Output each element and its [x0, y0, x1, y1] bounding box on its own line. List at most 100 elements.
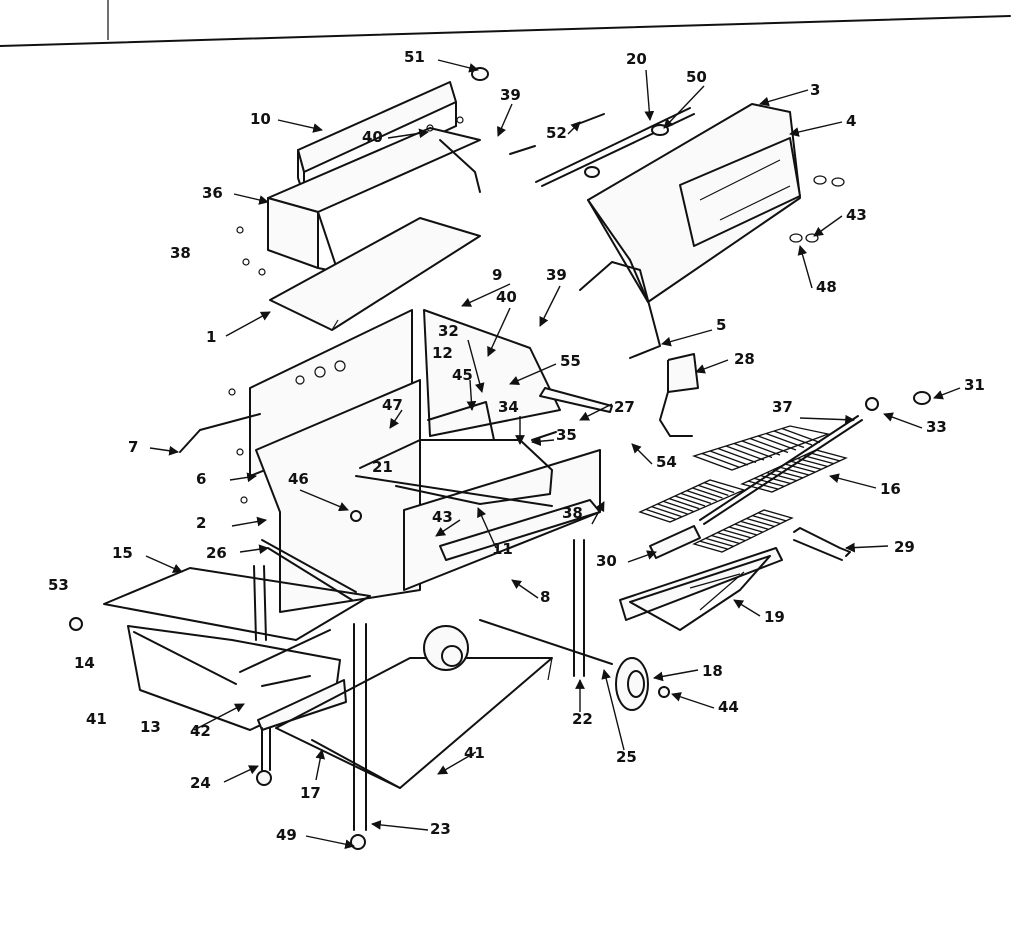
part-13-bracket	[257, 679, 347, 731]
callout-29: 29	[894, 538, 915, 556]
leader-line	[497, 103, 513, 137]
part-1-panel	[269, 217, 481, 331]
grate-bar	[754, 477, 785, 487]
callout-42: 42	[190, 722, 211, 740]
callout-18: 18	[702, 662, 723, 680]
callout-7: 7	[128, 438, 138, 456]
callout-55: 55	[560, 352, 581, 370]
part-33-fork	[865, 397, 879, 411]
grate-bar	[757, 512, 787, 522]
callout-14: 14	[74, 654, 95, 672]
leader-line	[539, 285, 561, 327]
callout-1: 1	[206, 328, 216, 346]
callout-38-left: 38	[170, 244, 191, 262]
left-hood-assembly	[236, 81, 481, 331]
grate-bar	[709, 450, 749, 466]
callout-22: 22	[572, 710, 593, 728]
grate-bar	[740, 520, 769, 530]
callout-49: 49	[276, 826, 297, 844]
leader-line	[797, 245, 813, 289]
grate-bar	[711, 534, 740, 545]
top-border-line	[0, 0, 1011, 47]
callout-43-right: 43	[846, 206, 867, 224]
callout-45: 45	[452, 366, 473, 384]
grate-bar	[705, 537, 734, 547]
callout-54: 54	[656, 453, 677, 471]
callout-44: 44	[718, 698, 739, 716]
grate-bar	[717, 532, 746, 542]
callout-41-left: 41	[86, 710, 107, 728]
leader-line	[509, 363, 557, 385]
part-5-bracket	[579, 261, 661, 359]
callout-13: 13	[140, 718, 161, 736]
part-49-nut	[256, 770, 272, 786]
grate-bar	[651, 506, 682, 518]
leader-line	[829, 473, 877, 489]
leader-line	[601, 669, 625, 751]
grate-bar	[749, 437, 789, 454]
leader-line	[661, 329, 713, 347]
grate-bar	[803, 455, 834, 465]
part-12-bracket	[427, 401, 495, 441]
callout-37: 37	[772, 398, 793, 416]
leader-line	[193, 703, 245, 731]
grate-bar	[781, 427, 821, 444]
grate-bar	[733, 442, 773, 459]
leader-line	[644, 69, 655, 121]
grate-bar	[772, 469, 804, 479]
leader-line	[799, 414, 855, 425]
part-27-rod	[539, 387, 613, 413]
callout-21: 21	[372, 458, 393, 476]
callout-41-mid: 41	[464, 744, 485, 762]
callout-9: 9	[492, 266, 502, 284]
part-18-wheel	[615, 657, 670, 711]
part-29-tool	[793, 527, 851, 557]
leader-line	[531, 436, 555, 447]
leader-line	[315, 749, 326, 781]
leader-line	[299, 489, 349, 512]
leader-line	[437, 59, 479, 73]
leader-line	[277, 119, 323, 133]
callout-51: 51	[404, 48, 425, 66]
leader-line	[145, 555, 183, 573]
callout-46: 46	[288, 470, 309, 488]
grate-bar	[698, 484, 729, 496]
callout-8: 8	[540, 588, 550, 606]
part-17-bottom-shelf	[275, 657, 553, 789]
callout-48: 48	[816, 278, 837, 296]
leader-line	[653, 669, 699, 682]
part-26-bar	[261, 539, 357, 593]
callout-4: 4	[846, 112, 856, 130]
grate-bar	[752, 515, 781, 525]
part-15-shelf	[103, 567, 371, 641]
part-9-side-frame	[423, 309, 561, 437]
callout-40-mid: 40	[496, 288, 517, 306]
leader-line	[229, 472, 257, 483]
leader-line	[627, 550, 657, 563]
callout-3: 3	[810, 81, 820, 99]
leader-line	[759, 89, 809, 107]
grate-bar	[722, 529, 752, 539]
callout-19: 19	[764, 608, 785, 626]
callout-34: 34	[498, 398, 519, 416]
callout-5: 5	[716, 316, 726, 334]
leader-line	[591, 501, 605, 525]
grate-bar	[784, 463, 816, 473]
grate-bar	[717, 447, 757, 464]
leader-line	[813, 215, 843, 237]
callout-11: 11	[492, 540, 513, 558]
leader-line	[933, 387, 961, 400]
part-11-grate-frame	[359, 439, 553, 505]
grate-bar	[674, 495, 706, 507]
callout-12: 12	[432, 344, 453, 362]
callout-30: 30	[596, 552, 617, 570]
callout-17: 17	[300, 784, 321, 802]
part-30-handle	[649, 525, 701, 559]
callout-25: 25	[616, 748, 637, 766]
leader-line	[305, 835, 355, 849]
leader-line	[567, 121, 581, 135]
grate-bar	[663, 500, 694, 512]
callout-32: 32	[438, 322, 459, 340]
callout-43-mid: 43	[432, 508, 453, 526]
